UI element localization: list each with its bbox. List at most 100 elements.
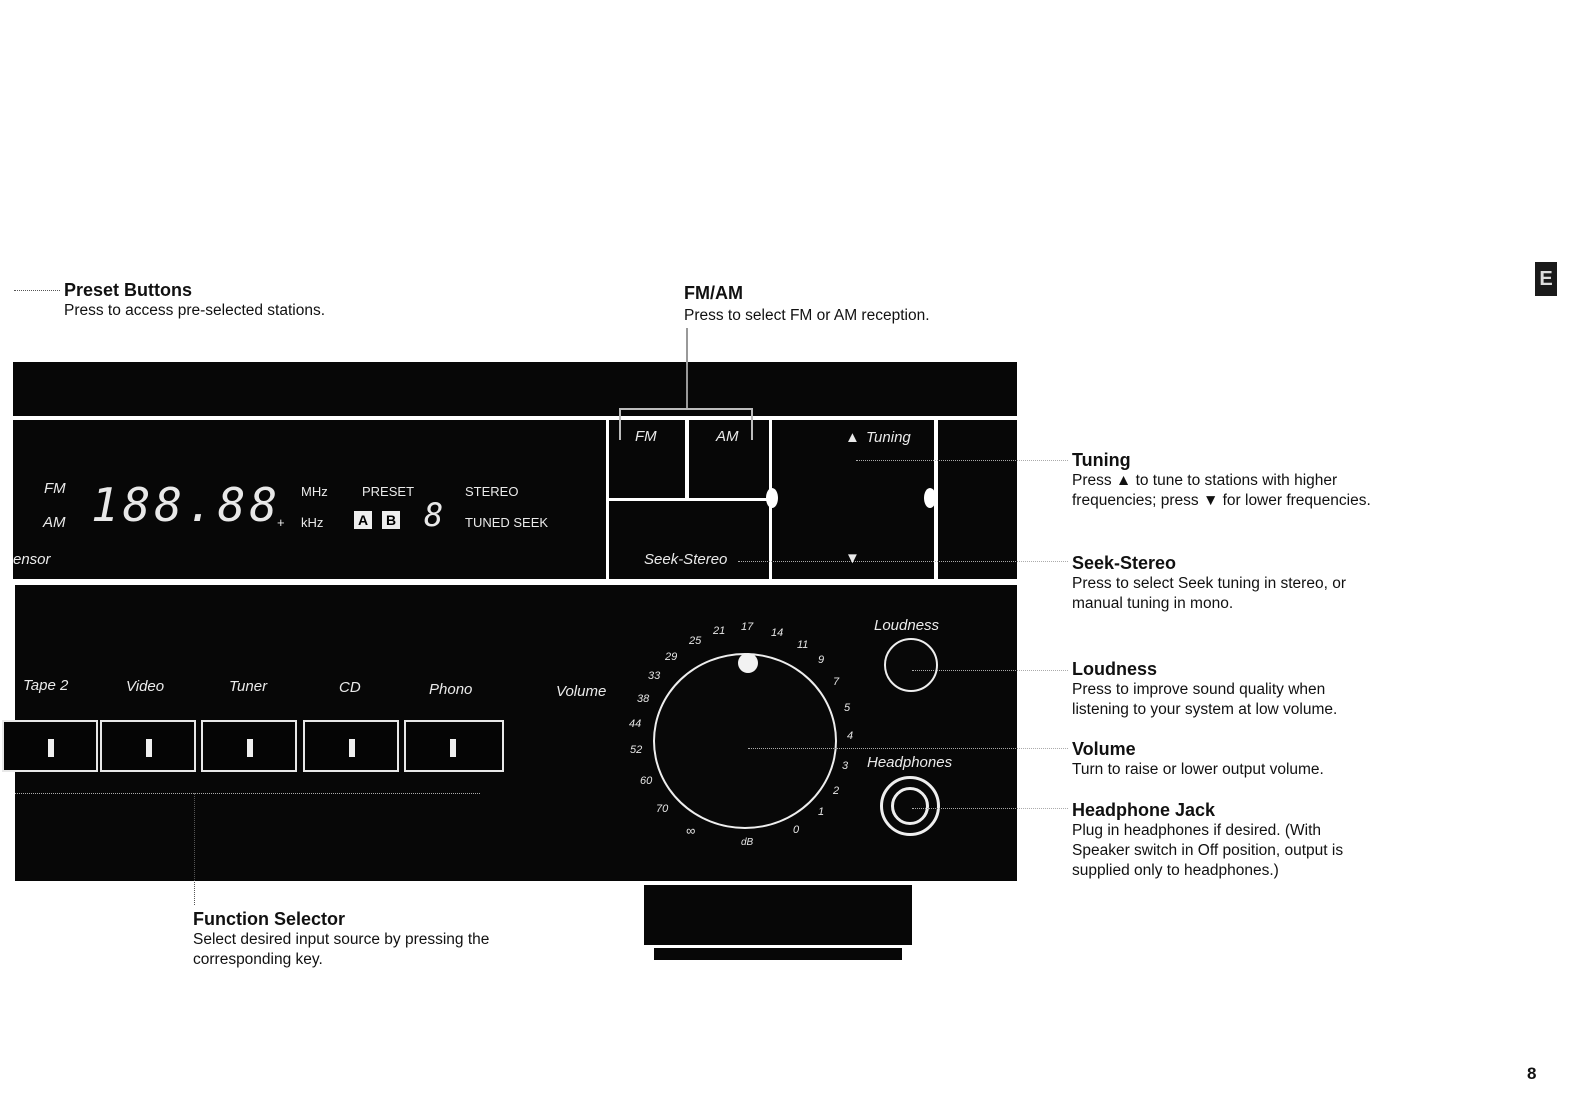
am-button-label: AM bbox=[716, 428, 739, 445]
loudness-button[interactable] bbox=[884, 638, 938, 692]
callout-desc-line: listening to your system at low volume. bbox=[1072, 701, 1338, 718]
function-key-tape2[interactable] bbox=[2, 720, 98, 772]
callout-desc-line: Press to select Seek tuning in stereo, o… bbox=[1072, 575, 1346, 592]
callout-title: Function Selector bbox=[193, 909, 346, 929]
leader-function-vertical bbox=[194, 793, 195, 905]
tuning-label: Tuning bbox=[866, 429, 911, 446]
function-label-video: Video bbox=[126, 678, 165, 695]
callout-function-selector: Function Selector Select desired input s… bbox=[193, 909, 489, 970]
plus-indicator: + bbox=[277, 515, 285, 530]
key-indicator bbox=[450, 739, 456, 757]
tuning-left-bump bbox=[766, 488, 778, 508]
volume-tick: 7 bbox=[833, 676, 840, 688]
receiver-stand bbox=[644, 885, 912, 945]
tuning-down-icon: ▼ bbox=[845, 550, 860, 567]
leader-seek bbox=[738, 561, 1068, 562]
callout-title: Volume bbox=[1072, 739, 1136, 759]
callout-desc-line: Speaker switch in Off position, output i… bbox=[1072, 842, 1344, 859]
callout-desc-line: Press ▲ to tune to stations with higher bbox=[1072, 472, 1338, 489]
callout-seek-stereo: Seek-Stereo Press to select Seek tuning … bbox=[1072, 553, 1346, 614]
volume-tick: 14 bbox=[771, 627, 784, 639]
frequency-digits: 188.88 bbox=[91, 478, 282, 532]
callout-desc-line: Press to improve sound quality when bbox=[1072, 681, 1326, 698]
volume-tick: 21 bbox=[713, 625, 726, 637]
callout-desc: Press to access pre-selected stations. bbox=[64, 302, 326, 319]
unit-mhz: MHz bbox=[301, 484, 328, 499]
key-indicator bbox=[349, 739, 355, 757]
function-key-cd[interactable] bbox=[303, 720, 399, 772]
band-fm-indicator: FM bbox=[44, 480, 66, 497]
leader-fmam-vertical bbox=[686, 328, 688, 408]
leader-function-horizontal bbox=[15, 793, 480, 794]
headphone-jack-inner-ring bbox=[891, 787, 929, 825]
volume-tick: 9 bbox=[818, 654, 825, 666]
key-indicator bbox=[247, 739, 253, 757]
function-label-phono: Phono bbox=[429, 681, 473, 698]
callout-title: FM/AM bbox=[684, 283, 743, 303]
leader-tuning bbox=[856, 460, 1068, 461]
tuned-seek-indicator: TUNED SEEK bbox=[465, 515, 549, 530]
callout-loudness: Loudness Press to improve sound quality … bbox=[1072, 659, 1337, 720]
volume-tick: 5 bbox=[844, 702, 851, 714]
page-number: 8 bbox=[1527, 1064, 1537, 1083]
function-key-tuner[interactable] bbox=[201, 720, 297, 772]
display-window: FM AM 188.88 + MHz kHz PRESET A B 8 STER… bbox=[13, 420, 606, 579]
callout-title: Tuning bbox=[1072, 450, 1131, 470]
stereo-indicator: STEREO bbox=[465, 484, 519, 499]
band-am-indicator: AM bbox=[43, 514, 66, 531]
volume-tick: 38 bbox=[637, 693, 650, 705]
volume-tick: 2 bbox=[833, 785, 840, 797]
function-key-video[interactable] bbox=[100, 720, 196, 772]
seek-stereo-label: Seek-Stereo bbox=[644, 551, 728, 568]
receiver-stand-foot bbox=[654, 948, 902, 960]
function-label-cd: CD bbox=[339, 679, 361, 696]
headphones-label: Headphones bbox=[867, 754, 953, 771]
preset-label: PRESET bbox=[362, 484, 415, 499]
callout-headphone-jack: Headphone Jack Plug in headphones if des… bbox=[1072, 800, 1343, 881]
leader-preset bbox=[14, 290, 60, 291]
function-label-tuner: Tuner bbox=[229, 678, 268, 695]
callout-title: Seek-Stereo bbox=[1072, 553, 1177, 573]
callout-title: Loudness bbox=[1072, 659, 1158, 679]
volume-tick: 4 bbox=[847, 730, 854, 742]
callout-desc-line: frequencies; press ▼ for lower frequenci… bbox=[1072, 492, 1371, 509]
volume-unit: dB bbox=[741, 837, 754, 848]
side-tab-letter: E bbox=[1539, 268, 1553, 290]
callout-desc-line: Plug in headphones if desired. (With bbox=[1072, 822, 1322, 839]
receiver-top-strip bbox=[13, 362, 1017, 416]
seek-stereo-button[interactable]: Seek-Stereo bbox=[609, 501, 769, 579]
callout-desc-line: corresponding key. bbox=[193, 951, 323, 968]
callout-title: Preset Buttons bbox=[64, 280, 193, 300]
callout-preset: Preset Buttons Press to access pre-selec… bbox=[64, 280, 325, 321]
function-key-phono[interactable] bbox=[404, 720, 504, 772]
loudness-label: Loudness bbox=[874, 617, 940, 634]
callout-volume: Volume Turn to raise or lower output vol… bbox=[1072, 739, 1324, 780]
volume-label: Volume bbox=[556, 683, 607, 700]
function-label-tape2: Tape 2 bbox=[23, 677, 69, 694]
callout-desc-line: supplied only to headphones.) bbox=[1072, 862, 1279, 879]
leader-volume bbox=[748, 748, 1068, 749]
volume-tick: 1 bbox=[818, 806, 825, 818]
callout-title: Headphone Jack bbox=[1072, 800, 1216, 820]
am-button[interactable]: AM bbox=[689, 420, 769, 498]
leader-headphone bbox=[912, 808, 1068, 809]
key-indicator bbox=[146, 739, 152, 757]
callout-desc: Press to select FM or AM reception. bbox=[684, 307, 930, 324]
volume-tick: 60 bbox=[640, 775, 653, 787]
key-indicator bbox=[48, 739, 54, 757]
volume-indicator-dot bbox=[738, 653, 758, 673]
preset-digit: 8 bbox=[424, 496, 448, 534]
preset-a-indicator: A bbox=[354, 511, 372, 529]
callout-desc-line: Select desired input source by pressing … bbox=[193, 931, 490, 948]
unit-khz: kHz bbox=[301, 515, 324, 530]
preset-b-indicator: B bbox=[382, 511, 400, 529]
volume-tick: 44 bbox=[629, 718, 642, 730]
fm-button[interactable]: FM bbox=[609, 420, 685, 498]
volume-knob[interactable] bbox=[653, 653, 837, 829]
volume-tick: 25 bbox=[689, 635, 702, 647]
tuning-button[interactable]: ▲ Tuning ▼ bbox=[766, 420, 936, 579]
tuning-up-icon: ▲ bbox=[845, 429, 860, 446]
leader-fmam-bracket bbox=[619, 408, 753, 440]
headphone-jack[interactable] bbox=[880, 776, 940, 836]
callout-desc: Turn to raise or lower output volume. bbox=[1072, 761, 1324, 778]
